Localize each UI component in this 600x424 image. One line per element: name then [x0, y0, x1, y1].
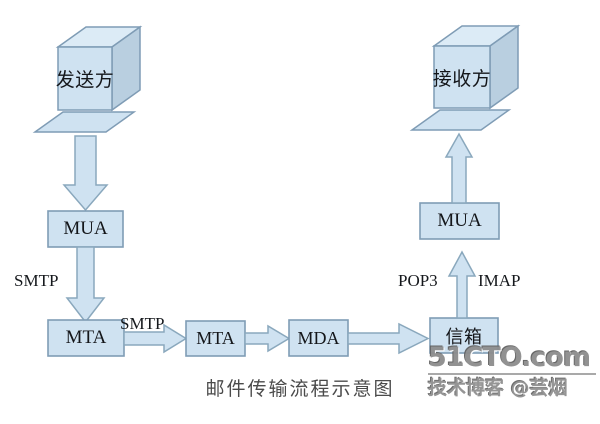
edge-label-smtp-horizontal: SMTP: [120, 314, 165, 333]
edge-label-pop3: POP3: [398, 271, 438, 290]
arrow-mailbox-to-mua: [447, 250, 477, 319]
mailbox-box: [429, 317, 499, 354]
arrow-sender-to-mua: [62, 135, 109, 212]
receiver-node-shape: [409, 24, 521, 131]
mta-left-box: [47, 319, 125, 357]
arrow-mta-to-mta: [123, 323, 188, 354]
diagram-caption: 邮件传输流程示意图: [205, 378, 395, 400]
arrow-mda-to-mailbox: [347, 322, 430, 355]
mua-left-box: [47, 210, 124, 248]
edge-label-smtp-vertical: SMTP: [14, 271, 59, 290]
arrow-mua-to-mta: [65, 246, 106, 324]
sender-node-shape: [32, 25, 143, 133]
mua-right-box: [419, 202, 500, 240]
arrow-mua-to-receiver: [444, 132, 474, 204]
edge-label-imap: IMAP: [478, 271, 521, 290]
arrow-mta-to-mda: [244, 324, 291, 353]
mta-mid-box: [185, 320, 246, 357]
mda-box: [288, 319, 349, 357]
